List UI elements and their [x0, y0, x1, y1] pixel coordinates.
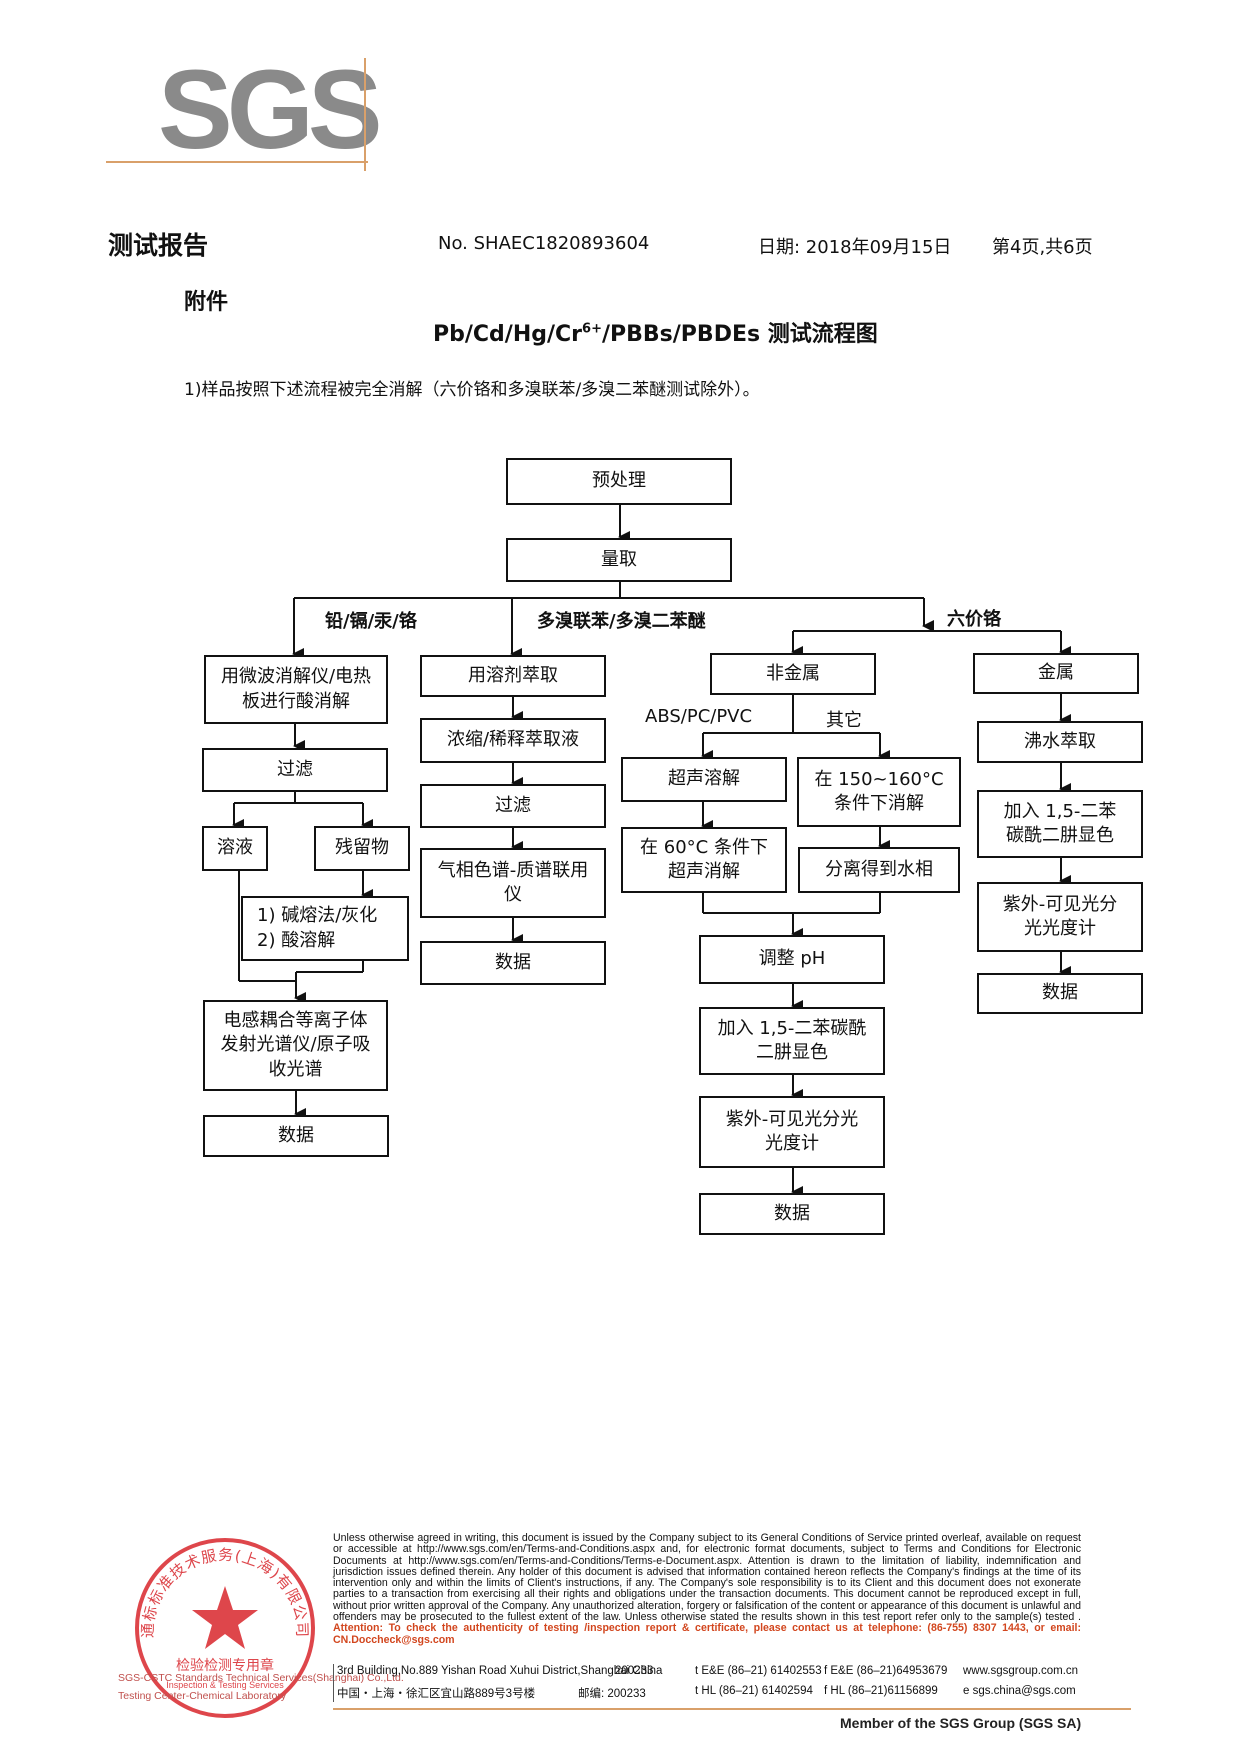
residue-step-1: 1) 碱熔法/灰化	[257, 905, 378, 927]
box-solution: 溶液	[202, 826, 268, 871]
box-ultrasonic-dissolve: 超声溶解	[621, 757, 787, 802]
footer-vertical-rule	[333, 1664, 334, 1702]
report-number: No. SHAEC1820893604	[438, 233, 650, 254]
report-date: 日期: 2018年09月15日	[758, 237, 952, 258]
stamp-caption-1: SGS-CSTC Standards Technical Services(Sh…	[118, 1672, 404, 1684]
box-c4-diphenylcarbazide: 加入 1,5-二苯碳酰二肼显色	[977, 790, 1143, 858]
website: www.sgsgroup.com.cn	[963, 1665, 1079, 1677]
legal-main-text: Unless otherwise agreed in writing, this…	[333, 1532, 1081, 1624]
footer-rule	[333, 1708, 1131, 1710]
authenticity-notice: Attention: To check the authenticity of …	[333, 1622, 1081, 1646]
stamp-en-text: Inspection & Testing Services	[166, 1680, 284, 1690]
report-title: 测试报告	[108, 231, 209, 260]
box-c2-filter: 过滤	[420, 784, 606, 828]
title-suffix: /PBBs/PBDEs 测试流程图	[601, 322, 878, 347]
box-60c-digestion: 在 60°C 条件下超声消解	[621, 827, 787, 893]
logo-rule-horizontal	[106, 161, 368, 163]
zip-en: 200233	[615, 1665, 654, 1677]
residue-step-2: 2) 酸溶解	[257, 929, 336, 951]
star-icon	[192, 1586, 258, 1649]
zip-cn: 邮编: 200233	[578, 1688, 646, 1700]
box-c3-diphenylcarbazide: 加入 1,5-二苯碳酰二肼显色	[699, 1007, 885, 1075]
box-c1-data: 数据	[203, 1115, 389, 1157]
flowchart-title: Pb/Cd/Hg/Cr6+/PBBs/PBDEs 测试流程图	[433, 316, 878, 348]
address-en: 3rd Building,No.889 Yishan Road Xuhui Di…	[337, 1665, 663, 1677]
label-other: 其它	[826, 710, 862, 731]
stamp-mid-text: 检验检测专用章	[176, 1657, 274, 1674]
fax-hl: f HL (86–21)61156899	[824, 1685, 938, 1697]
legal-disclaimer: Unless otherwise agreed in writing, this…	[333, 1532, 1081, 1646]
box-c3-uv-vis: 紫外-可见光分光光度计	[699, 1096, 885, 1168]
box-c4-uv-vis: 紫外-可见光分光光度计	[977, 882, 1143, 952]
box-acid-digestion: 用微波消解仪/电热板进行酸消解	[204, 655, 388, 724]
fax-ee: f E&E (86–21)64953679	[824, 1665, 948, 1677]
box-nonmetal: 非金属	[710, 653, 876, 695]
box-c3-data: 数据	[699, 1193, 885, 1235]
annex-label: 附件	[184, 290, 229, 315]
box-icp: 电感耦合等离子体发射光谱仪/原子吸收光谱	[203, 1000, 388, 1091]
box-concentrate-dilute: 浓缩/稀释萃取液	[420, 718, 606, 763]
title-superscript: 6+	[582, 321, 602, 337]
box-residue-treatment: 1) 碱熔法/灰化 2) 酸溶解	[241, 896, 409, 961]
label-branch-metals: 铅/镉/汞/铬	[325, 611, 417, 632]
box-c2-data: 数据	[420, 941, 606, 985]
box-gcms: 气相色谱-质谱联用仪	[420, 848, 606, 918]
tel-ee: t E&E (86–21) 61402553	[695, 1665, 822, 1677]
tel-hl: t HL (86–21) 61402594	[695, 1685, 813, 1697]
member-of-sgs-group: Member of the SGS Group (SGS SA)	[840, 1715, 1082, 1731]
box-separate-aqueous: 分离得到水相	[798, 847, 960, 893]
address-cn: 中国・上海・徐汇区宜山路889号3号楼	[337, 1688, 536, 1700]
company-seal: 通标标准技术服务(上海)有限公司 检验检测专用章 Inspection & Te…	[135, 1538, 315, 1718]
email: e sgs.china@sgs.com	[963, 1685, 1076, 1697]
box-metal: 金属	[973, 653, 1139, 694]
digestion-note: 1)样品按照下述流程被完全消解（六价铬和多溴联苯/多溴二苯醚测试除外）。	[184, 380, 760, 400]
box-c4-data: 数据	[977, 973, 1143, 1014]
box-boiling-water-extraction: 沸水萃取	[977, 721, 1143, 763]
box-150c-digestion: 在 150~160°C 条件下消解	[797, 757, 961, 827]
box-c1-filter: 过滤	[202, 748, 388, 792]
box-solvent-extraction: 用溶剂萃取	[420, 655, 606, 697]
page-number: 第4页,共6页	[992, 237, 1093, 258]
box-pretreatment: 预处理	[506, 458, 732, 505]
label-branch-pbb: 多溴联苯/多溴二苯醚	[537, 611, 706, 632]
stamp-caption-2: Testing Center-Chemical Laboratory	[118, 1690, 287, 1702]
box-measure: 量取	[506, 538, 732, 582]
box-residue: 残留物	[314, 826, 410, 871]
label-branch-cr6: 六价铬	[947, 609, 1001, 630]
title-prefix: Pb/Cd/Hg/Cr	[433, 322, 583, 347]
logo-rule-vertical	[364, 58, 366, 171]
label-abs-pc-pvc: ABS/PC/PVC	[645, 706, 753, 727]
sgs-logo: SGS	[158, 47, 383, 172]
box-adjust-ph: 调整 pH	[699, 935, 885, 984]
